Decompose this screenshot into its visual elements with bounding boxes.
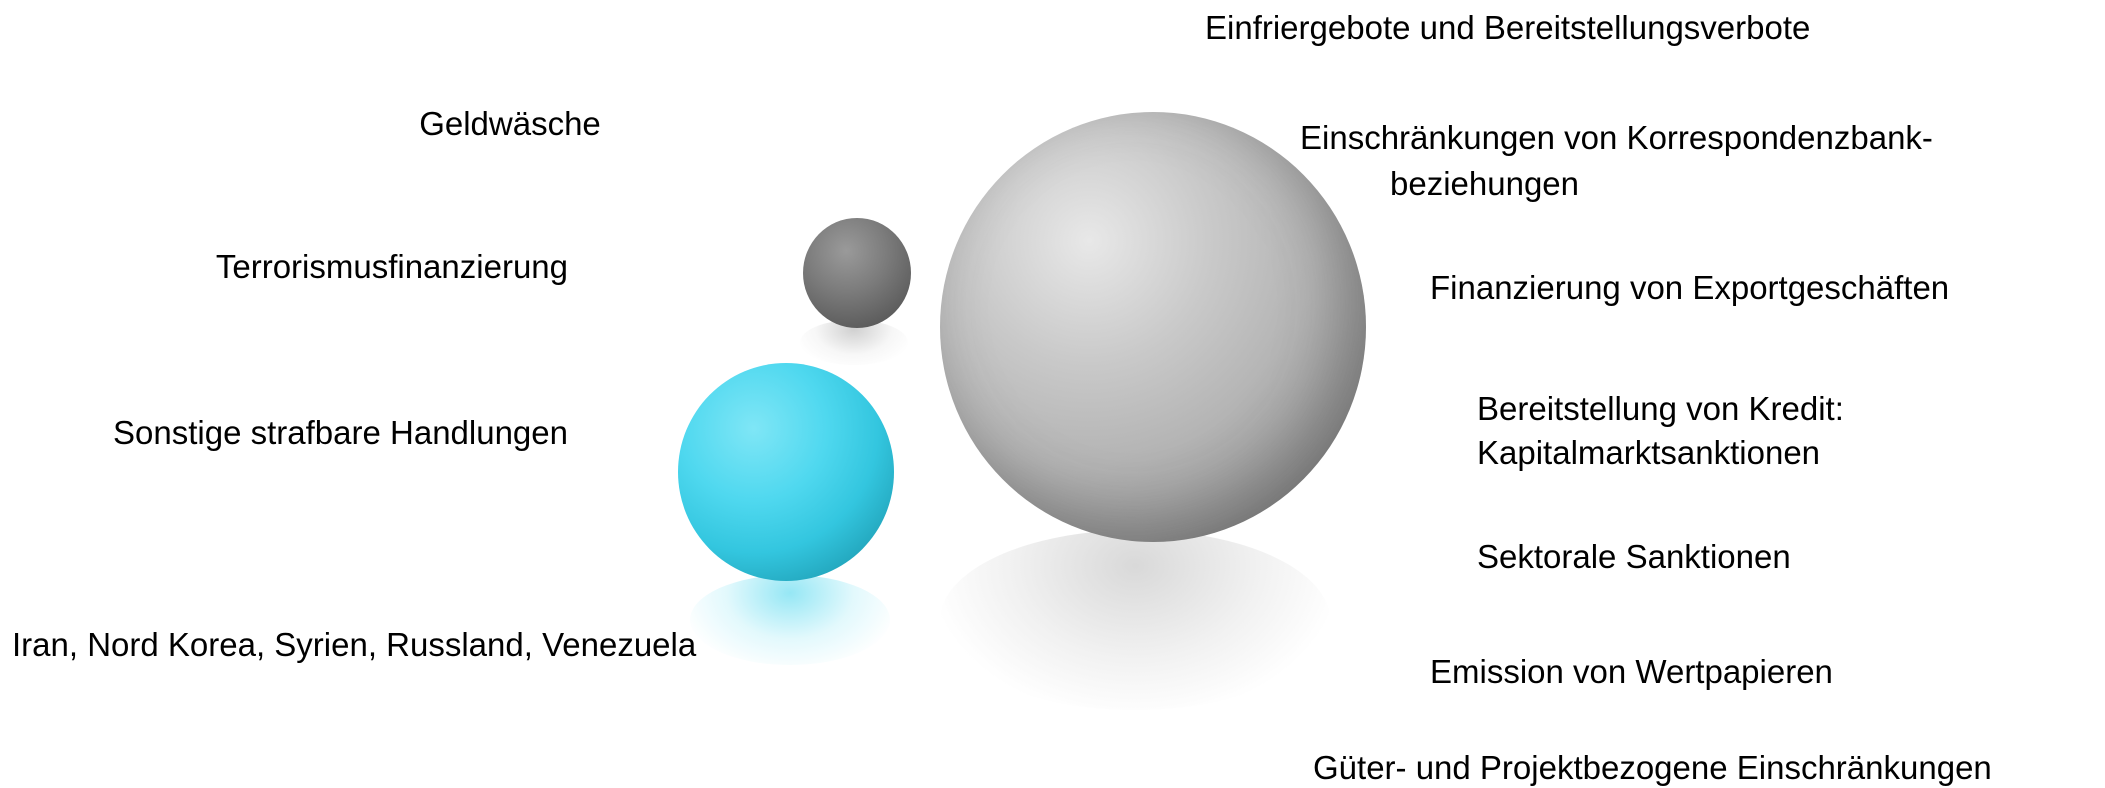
label-korrespondenzbank-line2: beziehungen bbox=[1390, 165, 1580, 202]
label-kredit-line2: Kapitalmarktsanktionen bbox=[1477, 434, 1821, 471]
label-exportgeschaefte: Finanzierung von Exportgeschäften bbox=[1430, 269, 1950, 306]
label-kredit-line1: Bereitstellung von Kredit: bbox=[1477, 390, 1844, 427]
label-countries: Iran, Nord Korea, Syrien, Russland, Vene… bbox=[12, 626, 697, 663]
label-geldwaesche: Geldwäsche bbox=[419, 105, 601, 142]
label-terrorismusfinanzierung: Terrorismusfinanzierung bbox=[215, 248, 568, 285]
label-gueter-projekt: Güter- und Projektbezogene Einschränkung… bbox=[1313, 749, 1992, 786]
large-sphere bbox=[940, 112, 1366, 542]
large-sphere-reflection bbox=[940, 530, 1330, 710]
label-sonstige-strafbare-handlungen: Sonstige strafbare Handlungen bbox=[113, 414, 568, 451]
cyan-sphere-reflection bbox=[690, 575, 890, 665]
label-sektorale-sanktionen: Sektorale Sanktionen bbox=[1477, 538, 1791, 575]
label-einfriergebote: Einfriergebote und Bereitstellungsverbot… bbox=[1205, 9, 1811, 46]
label-korrespondenzbank-line1: Einschränkungen von Korrespondenzbank- bbox=[1300, 119, 1933, 156]
cyan-sphere bbox=[678, 363, 894, 581]
small-gray-sphere bbox=[803, 218, 911, 328]
label-wertpapiere: Emission von Wertpapieren bbox=[1430, 653, 1833, 690]
